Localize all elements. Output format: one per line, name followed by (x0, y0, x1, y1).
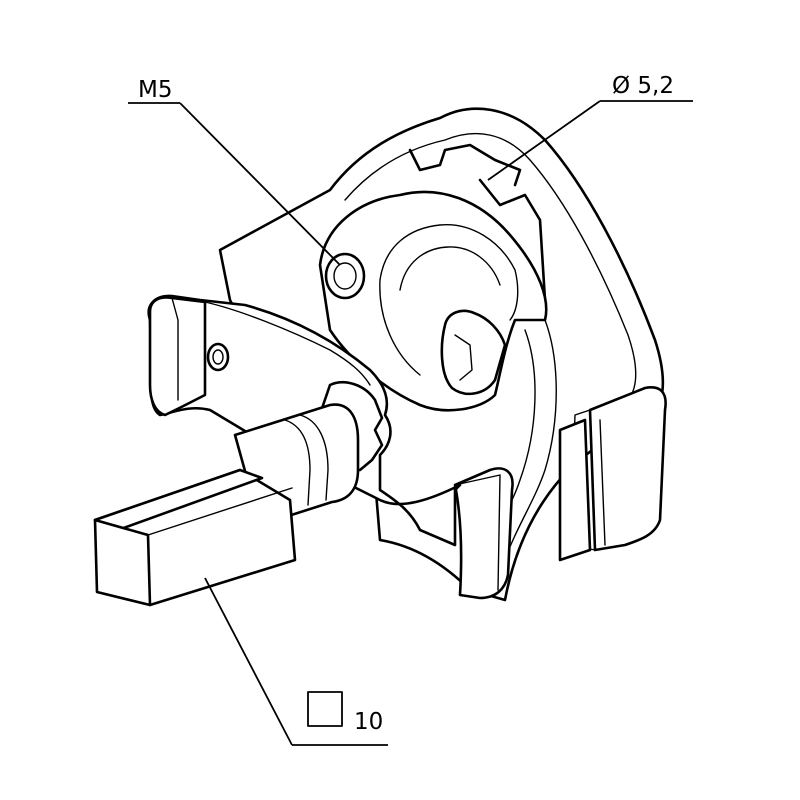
m5-hole-inner (333, 262, 357, 290)
callout-square-shaft: 10 (204, 577, 388, 746)
bracket-upper-edge (204, 301, 371, 386)
disc-body (318, 190, 557, 561)
right-guide-block (588, 386, 667, 552)
shaft-socket (440, 309, 507, 396)
right-guide-lower (558, 418, 592, 562)
callout-m5: M5 (128, 77, 341, 266)
housing-top-clip (408, 143, 522, 187)
m5-threaded-hole (324, 252, 366, 300)
bracket-left-ear-edge (171, 297, 179, 401)
shaft-bar-edge (147, 487, 293, 536)
disc-side-shell (504, 319, 557, 561)
m5-leader-line (179, 102, 341, 266)
m5-label: M5 (138, 77, 172, 103)
square-section-icon (307, 691, 343, 727)
housing-inner-rim (344, 132, 637, 406)
square-size-label: 10 (354, 709, 383, 735)
shaft-socket-edge (454, 334, 473, 381)
right-guides (558, 386, 667, 562)
diameter-leader-line (487, 100, 601, 181)
housing-right-clip (478, 178, 547, 302)
shaft-collar-rings (284, 414, 329, 506)
square-shaft (93, 403, 360, 607)
diameter-label: Ø 5,2 (612, 73, 674, 99)
square-leader-line (204, 577, 293, 746)
mounting-hole-inner (212, 349, 224, 365)
mounting-hole (206, 342, 230, 372)
shaft-bar-end (93, 518, 152, 607)
disc-hub-outline (379, 224, 519, 376)
lower-tab-body (453, 467, 514, 600)
m5-hole-outer (324, 252, 366, 300)
lower-tab (453, 467, 514, 600)
disc-hub-inner (399, 246, 501, 291)
callout-diameter: Ø 5,2 (487, 73, 693, 181)
lower-tab-edge (454, 474, 501, 591)
